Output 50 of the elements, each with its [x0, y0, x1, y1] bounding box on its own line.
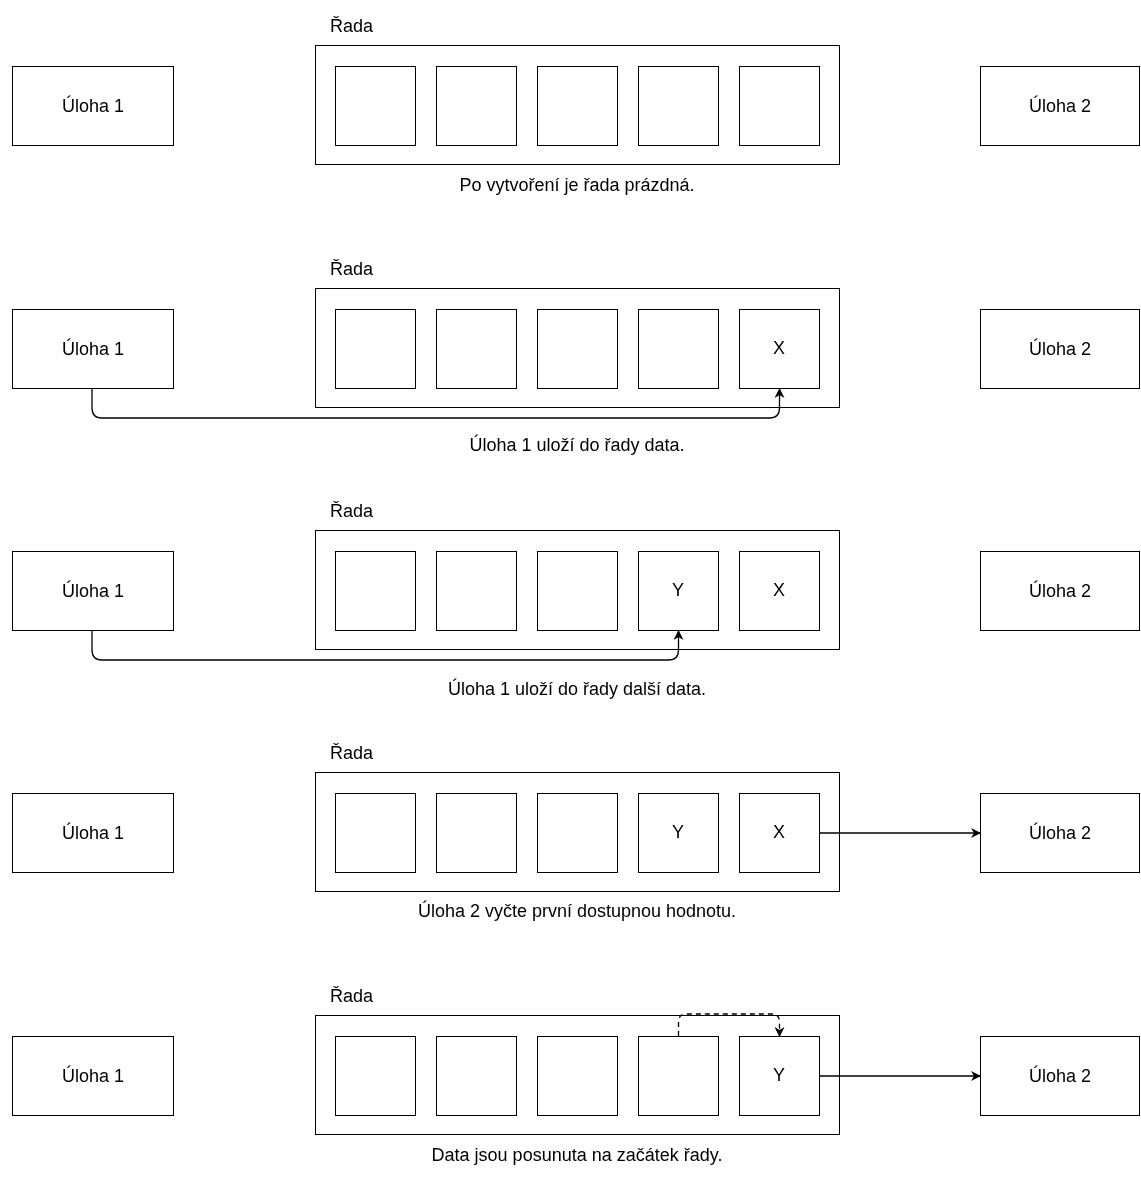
queue-title: Řada [330, 501, 374, 522]
arrow [677, 1013, 785, 1037]
queue-slot: X [738, 308, 820, 389]
task-box: Úloha 2 [980, 551, 1140, 631]
task-box: Úloha 1 [12, 309, 174, 389]
task-box: Úloha 1 [12, 1036, 174, 1116]
queue-slot [637, 308, 719, 389]
queue-slot [334, 550, 416, 631]
task-box: Úloha 1 [12, 793, 174, 873]
caption-text: Úloha 2 vyčte první dostupnou hodnotu. [417, 901, 737, 922]
queue-slot: Y [637, 550, 719, 631]
queue-slot [435, 65, 517, 146]
queue-slot [435, 550, 517, 631]
task-box: Úloha 2 [980, 66, 1140, 146]
task-box: Úloha 2 [980, 793, 1140, 873]
queue-slot [536, 792, 618, 873]
task-box: Úloha 1 [12, 66, 174, 146]
arrow [819, 1071, 981, 1081]
task-box: Úloha 1 [12, 551, 174, 631]
queue-slot [536, 1035, 618, 1116]
queue-slot: X [738, 550, 820, 631]
queue-slot [637, 1035, 719, 1116]
caption-text: Úloha 1 uloží do řady data. [469, 435, 685, 456]
queue-slot [536, 65, 618, 146]
queue-title: Řada [330, 259, 374, 280]
task-box: Úloha 2 [980, 1036, 1140, 1116]
queue-slot [435, 308, 517, 389]
queue-slot [334, 792, 416, 873]
queue-slot [334, 1035, 416, 1116]
arrow [819, 828, 981, 838]
arrow [91, 388, 785, 419]
caption-text: Data jsou posunuta na začátek řady. [431, 1145, 723, 1166]
queue-slot [435, 1035, 517, 1116]
queue-title: Řada [330, 16, 374, 37]
task-box: Úloha 2 [980, 309, 1140, 389]
queue-slot: Y [738, 1035, 820, 1116]
queue-slot: X [738, 792, 820, 873]
queue-slot [435, 792, 517, 873]
queue-slot [334, 308, 416, 389]
caption-text: Po vytvoření je řada prázdná. [459, 175, 695, 196]
queue-slot [536, 550, 618, 631]
queue-slot [334, 65, 416, 146]
caption-text: Úloha 1 uloží do řady další data. [447, 679, 707, 700]
queue-slot: Y [637, 792, 719, 873]
queue-title: Řada [330, 743, 374, 764]
queue-slot [637, 65, 719, 146]
queue-slot [738, 65, 820, 146]
queue-slot [536, 308, 618, 389]
queue-title: Řada [330, 986, 374, 1007]
arrow [91, 630, 684, 661]
